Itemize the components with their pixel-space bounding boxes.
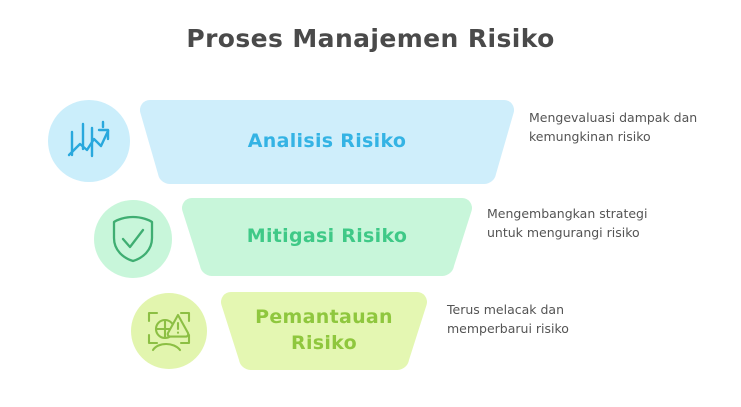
step-label: Analisis Risiko bbox=[247, 130, 407, 153]
page-title: Proses Manajemen Risiko bbox=[186, 24, 555, 53]
shield-check-icon bbox=[94, 200, 172, 278]
step-description: Mengembangkan strategi untuk mengurangi … bbox=[487, 206, 648, 241]
chart-trend-up-icon bbox=[48, 100, 130, 182]
monitoring-alert-icon bbox=[131, 293, 207, 369]
step-description: Terus melacak dan memperbarui risiko bbox=[447, 302, 569, 337]
funnel-band-analisis-risiko[interactable]: Analisis Risiko bbox=[140, 100, 514, 184]
funnel-band-pemantauan-risiko[interactable]: Pemantauan Risiko bbox=[221, 292, 427, 370]
step-label: Mitigasi Risiko bbox=[246, 225, 408, 248]
step-label: Pemantauan Risiko bbox=[255, 306, 393, 354]
process-step-row: Pemantauan Risiko Terus melacak dan memp… bbox=[0, 288, 741, 374]
process-step-row: Mitigasi Risiko Mengembangkan strategi u… bbox=[0, 194, 741, 278]
process-step-row: Analisis Risiko Mengevaluasi dampak dan … bbox=[0, 96, 741, 188]
step-description: Mengevaluasi dampak dan kemungkinan risi… bbox=[529, 110, 698, 145]
funnel-band-mitigasi-risiko[interactable]: Mitigasi Risiko bbox=[182, 198, 472, 276]
